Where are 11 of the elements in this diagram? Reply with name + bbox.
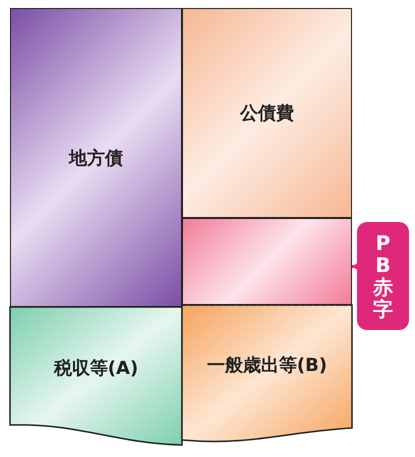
callout-label <box>357 222 409 330</box>
expenditure-block <box>182 305 352 440</box>
callout-text: PB赤字 <box>373 232 393 320</box>
revenue-block <box>10 307 182 445</box>
block-label: 地方債 <box>69 146 123 170</box>
block-label: 公債費 <box>240 102 294 125</box>
callout-pointer <box>352 262 360 272</box>
debt-service-block <box>182 8 352 218</box>
block-label: 税収等(A) <box>54 357 138 380</box>
block-label: 一般歳出等(B) <box>206 354 328 376</box>
deficit-block <box>182 218 352 305</box>
